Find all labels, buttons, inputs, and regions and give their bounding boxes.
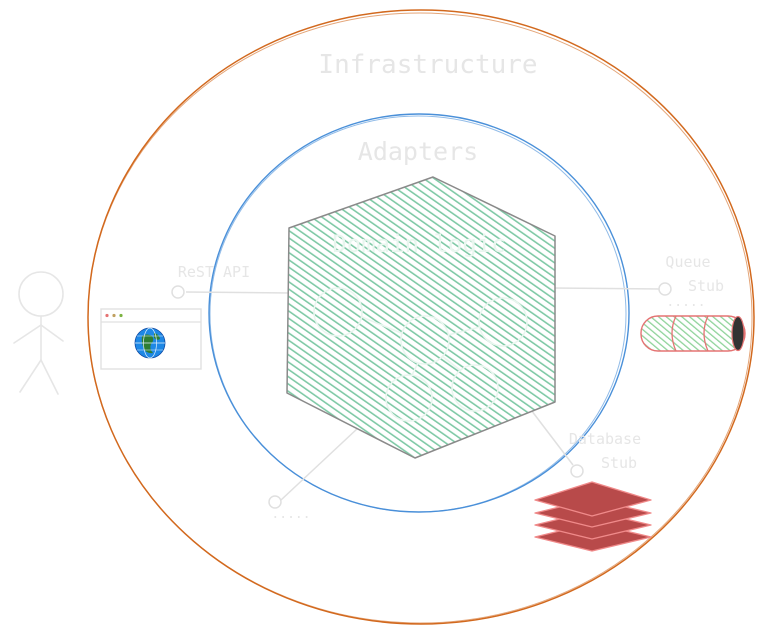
stick-figure-icon <box>13 271 64 395</box>
queue-cylinder-icon <box>640 315 746 352</box>
adapters-label: Adapters <box>358 137 478 166</box>
queue-stub-port <box>658 282 672 296</box>
database-connector <box>524 401 574 466</box>
rest-api-port <box>171 285 185 299</box>
infrastructure-label: Infrastructure <box>318 50 537 80</box>
rest-api-connector <box>185 291 291 294</box>
domain-logic-hexagon <box>286 176 556 459</box>
database-stack-icon <box>534 481 652 552</box>
domain-logic-label: Domain logic <box>332 230 505 258</box>
queue-connector <box>551 287 661 290</box>
domain-entities <box>313 287 528 422</box>
adapters-ring-sketch <box>209 115 627 513</box>
bottom-port-ellipsis: ..... <box>271 507 310 522</box>
rest-api-label: ReST API <box>178 263 250 281</box>
infrastructure-ring-sketch <box>87 12 753 624</box>
database-stub-port <box>570 464 584 478</box>
bottom-port-connector <box>280 427 359 501</box>
entity-node <box>400 315 450 365</box>
entity-node <box>478 297 528 347</box>
queue-ellipsis: ..... <box>666 295 705 310</box>
database-stub-label-line1: Database <box>569 430 641 448</box>
bottom-port <box>268 495 282 509</box>
queue-stub-label-line1: Queue <box>665 253 710 271</box>
queue-stub-label-line2: Stub <box>688 277 724 295</box>
entity-node <box>313 287 363 337</box>
browser-window-icon <box>100 308 202 370</box>
database-stub-label-line2: Stub <box>601 454 637 472</box>
entity-node <box>451 364 499 412</box>
entity-node <box>385 374 433 422</box>
globe-icon <box>134 327 166 359</box>
